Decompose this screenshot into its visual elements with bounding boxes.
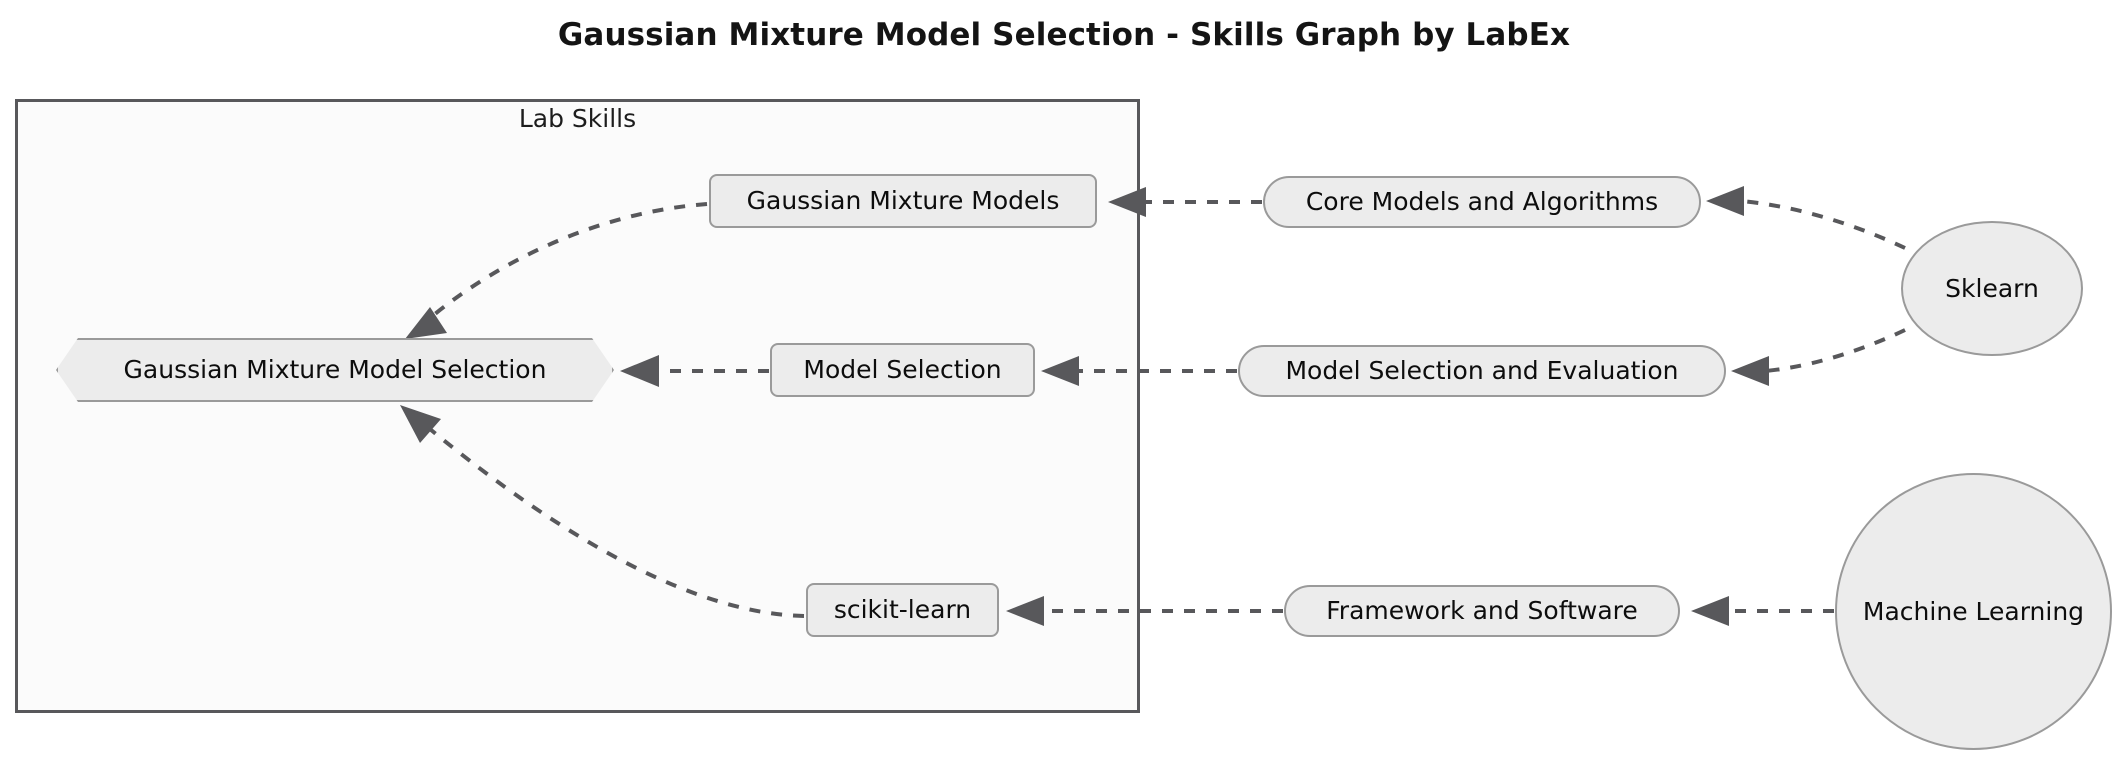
hexagon-shape [56,338,614,402]
node-label: Gaussian Mixture Model Selection [123,355,547,385]
node-machine-learning[interactable]: Machine Learning [1835,473,2112,750]
node-core-models-and-algorithms[interactable]: Core Models and Algorithms [1263,176,1701,228]
edge-sklearn-to-model-selection-evaluation [1731,328,1906,386]
node-label: Framework and Software [1326,596,1638,626]
node-gaussian-mixture-model-selection[interactable]: Gaussian Mixture Model Selection [56,338,614,402]
node-label: Sklearn [1945,273,2039,303]
subgraph-label: Lab Skills [518,104,637,133]
node-label: Gaussian Mixture Models [746,186,1060,216]
node-label: scikit-learn [833,595,972,625]
node-label: Machine Learning [1862,596,2085,626]
node-scikit-learn[interactable]: scikit-learn [806,583,999,637]
node-model-selection-and-evaluation[interactable]: Model Selection and Evaluation [1238,345,1726,397]
node-label: Model Selection [803,355,1002,385]
node-model-selection[interactable]: Model Selection [770,343,1035,397]
node-label: Core Models and Algorithms [1305,187,1659,217]
node-gaussian-mixture-models[interactable]: Gaussian Mixture Models [709,174,1097,228]
page-title: Gaussian Mixture Model Selection - Skill… [557,17,1571,53]
edge-machine-learning-to-framework [1691,596,1834,626]
node-sklearn[interactable]: Sklearn [1901,221,2083,356]
node-label: Model Selection and Evaluation [1285,356,1679,386]
edge-sklearn-to-core-models [1706,186,1906,250]
node-framework-and-software[interactable]: Framework and Software [1284,585,1680,637]
